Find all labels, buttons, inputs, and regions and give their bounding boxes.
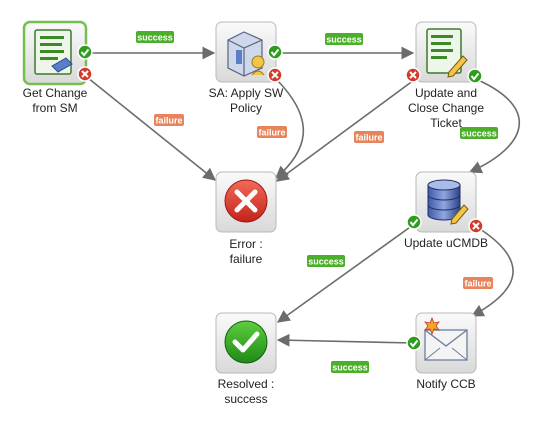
edge-label-success: success <box>307 255 345 267</box>
node-label-update-close: Update and Close Change Ticket <box>407 86 485 130</box>
edge-label-text: failure <box>355 133 382 143</box>
edge-label-text: failure <box>155 116 182 126</box>
node-error-failure[interactable] <box>215 171 277 233</box>
success-badge-icon <box>77 44 93 60</box>
error-x-icon <box>224 179 268 223</box>
edge-label-success: success <box>331 361 369 373</box>
node-label-error: Error : failure <box>229 237 263 266</box>
edge-label-text: success <box>326 35 362 45</box>
edge-get-change-to-error[interactable] <box>87 77 216 181</box>
edge-label-failure: failure <box>257 126 287 138</box>
node-resolved-success[interactable] <box>215 312 277 374</box>
checkmark-icon <box>224 320 268 364</box>
edge-label-failure: failure <box>463 277 493 289</box>
edge-label-text: failure <box>258 128 285 138</box>
edges <box>86 46 520 347</box>
edge-label-text: success <box>308 257 344 267</box>
node-label-resolved: Resolved : success <box>217 377 275 406</box>
failure-badge-icon <box>468 218 484 234</box>
node-label-get-change: Get Change from SM <box>22 86 88 115</box>
edge-label-text: success <box>461 129 497 139</box>
edit-document-icon <box>426 28 468 78</box>
node-update-and-close-change-ticket[interactable] <box>405 21 483 84</box>
success-badge-icon <box>406 335 422 351</box>
node-label-apply-sw: SA: Apply SW Policy <box>208 86 284 115</box>
edge-update-ucmdb-to-resolved[interactable] <box>276 224 414 323</box>
edge-label-failure: failure <box>354 131 384 143</box>
edge-update-close-to-update-ucmdb[interactable] <box>468 79 520 174</box>
edge-label-text: failure <box>464 279 491 289</box>
node-notify-ccb[interactable] <box>406 312 477 374</box>
edge-update-ucmdb-to-notify-ccb[interactable] <box>470 228 514 317</box>
document-icon <box>34 29 73 75</box>
node-update-ucmdb[interactable] <box>406 171 484 234</box>
node-get-change-from-sm[interactable] <box>22 20 93 86</box>
edge-label-failure: failure <box>154 114 184 126</box>
node-apply-sw-policy[interactable] <box>215 21 283 83</box>
envelope-icon <box>424 316 468 361</box>
software-package-icon <box>227 31 265 77</box>
failure-badge-icon <box>77 66 93 82</box>
success-badge-icon <box>467 68 483 84</box>
node-label-notify-ccb: Notify CCB <box>416 377 476 391</box>
success-badge-icon <box>267 44 283 60</box>
success-badge-icon <box>406 214 422 230</box>
database-icon <box>427 179 469 225</box>
edge-label-text: success <box>332 363 368 373</box>
failure-badge-icon <box>267 67 283 83</box>
edge-labels: success success failure failure failure … <box>136 31 498 373</box>
edge-notify-ccb-to-resolved[interactable] <box>276 333 414 347</box>
node-label-update-ucmdb: Update uCMDB <box>403 236 489 250</box>
edge-label-success: success <box>460 127 498 139</box>
edge-label-success: success <box>325 33 363 45</box>
edge-label-text: success <box>137 33 173 43</box>
edge-update-close-to-error[interactable] <box>275 79 415 182</box>
failure-badge-icon <box>405 67 421 83</box>
edge-label-success: success <box>136 31 174 43</box>
